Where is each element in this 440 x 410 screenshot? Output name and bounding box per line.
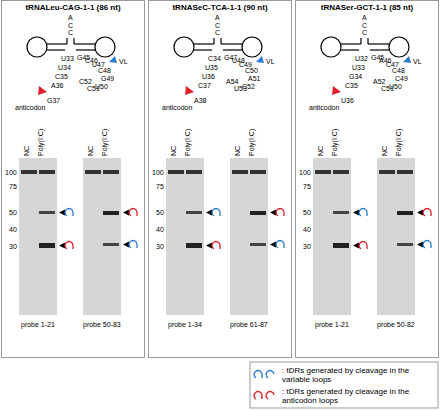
lane-label: Poly(I:C) (101, 129, 108, 156)
nucleotide: A52 (373, 78, 385, 85)
panel-box: tRNASer-GCT-1-1 (85 nt) (295, 0, 439, 358)
nucleotide: A51 (248, 75, 260, 82)
nucleotide: A38 (194, 97, 206, 104)
panel-title: tRNALeu-CAG-1-1 (86 nt) (2, 4, 144, 12)
lane-label: NC (87, 146, 94, 156)
nucleotide: C37 (198, 82, 211, 89)
lane-label: NC (23, 146, 30, 156)
legend-text: : tDRs generated by cleavage in the anti… (282, 387, 432, 405)
panel-box: tRNALeu-CAG-1-1 (86 nt) (1, 0, 145, 358)
nucleotide: C51 (381, 85, 394, 92)
size-marker: 40 (9, 226, 17, 233)
lane-label: Poly(I:C) (331, 129, 338, 156)
nucleotide: C35 (55, 73, 68, 80)
lane-label: Poly(I:C) (184, 129, 191, 156)
size-marker: 100 (5, 169, 17, 176)
nucleotide: C49 (395, 75, 408, 82)
nucleotide: C49 (239, 61, 252, 68)
probe-label: probe 50-82 (377, 321, 415, 328)
probe-label: probe 1-34 (168, 321, 202, 328)
nucleotide: C51 (87, 85, 100, 92)
nucleotide: U33 (61, 55, 74, 62)
size-marker: 50 (156, 209, 164, 216)
nucleotide: U35 (205, 64, 218, 71)
nucleotide: U47 (92, 61, 105, 68)
loop-label: anticodon (15, 104, 45, 111)
nucleotide: G34 (349, 73, 362, 80)
lane-label: NC (234, 146, 241, 156)
lane-label: Poly(I:C) (37, 129, 44, 156)
nucleotide: C48 (98, 67, 111, 74)
nucleotide: U36 (202, 73, 215, 80)
loop-label: VL (413, 58, 422, 65)
nucleotide: C52 (79, 78, 92, 85)
nucleotide: C48 (392, 67, 405, 74)
nucleotide: U34 (58, 64, 71, 71)
panel-title: tRNASeC-TCA-1-1 (90 nt) (149, 4, 291, 12)
lane-label: NC (381, 146, 388, 156)
size-marker: 50 (303, 209, 311, 216)
size-marker: 40 (303, 226, 311, 233)
probe-label: probe 1-21 (21, 321, 55, 328)
probe-label: probe 61-87 (230, 321, 268, 328)
nucleotide: C34 (208, 55, 221, 62)
size-marker: 50 (9, 209, 17, 216)
size-marker: 40 (156, 226, 164, 233)
lane-label: Poly(I:C) (248, 129, 255, 156)
nucleotide: C35 (345, 82, 358, 89)
size-marker: 75 (156, 183, 164, 190)
size-marker: 30 (303, 243, 311, 250)
loop-label: VL (266, 58, 275, 65)
size-marker: 75 (303, 183, 311, 190)
size-marker: 100 (152, 169, 164, 176)
loop-label: VL (119, 58, 128, 65)
size-marker: 100 (299, 169, 311, 176)
panel-title: tRNASer-GCT-1-1 (85 nt) (296, 4, 438, 12)
size-marker: 30 (156, 243, 164, 250)
size-marker: 30 (9, 243, 17, 250)
nucleotide: U32 (355, 55, 368, 62)
lane-label: NC (170, 146, 177, 156)
loop-label: anticodon (162, 104, 192, 111)
probe-label: probe 1-21 (315, 321, 349, 328)
nucleotide: G49 (101, 75, 114, 82)
sequence-end: ACC (215, 14, 220, 37)
panel-box: tRNASeC-TCA-1-1 (90 nt) (148, 0, 292, 358)
nucleotide: C47 (386, 61, 399, 68)
size-marker: 75 (9, 183, 17, 190)
sequence-end: ACC (362, 14, 367, 37)
lane-label: Poly(I:C) (395, 129, 402, 156)
nucleotide: A54 (226, 78, 238, 85)
nucleotide: U53 (234, 85, 247, 92)
loop-label: anticodon (309, 104, 339, 111)
nucleotide: G37 (47, 97, 60, 104)
nucleotide: U33 (352, 64, 365, 71)
nucleotide: U36 (341, 97, 354, 104)
probe-label: probe 50-83 (83, 321, 121, 328)
nucleotide: C50 (245, 67, 258, 74)
lane-label: NC (317, 146, 324, 156)
sequence-end: ACC (68, 14, 73, 37)
legend-text: : tDRs generated by cleavage in the vari… (282, 366, 432, 384)
nucleotide: A36 (51, 82, 63, 89)
